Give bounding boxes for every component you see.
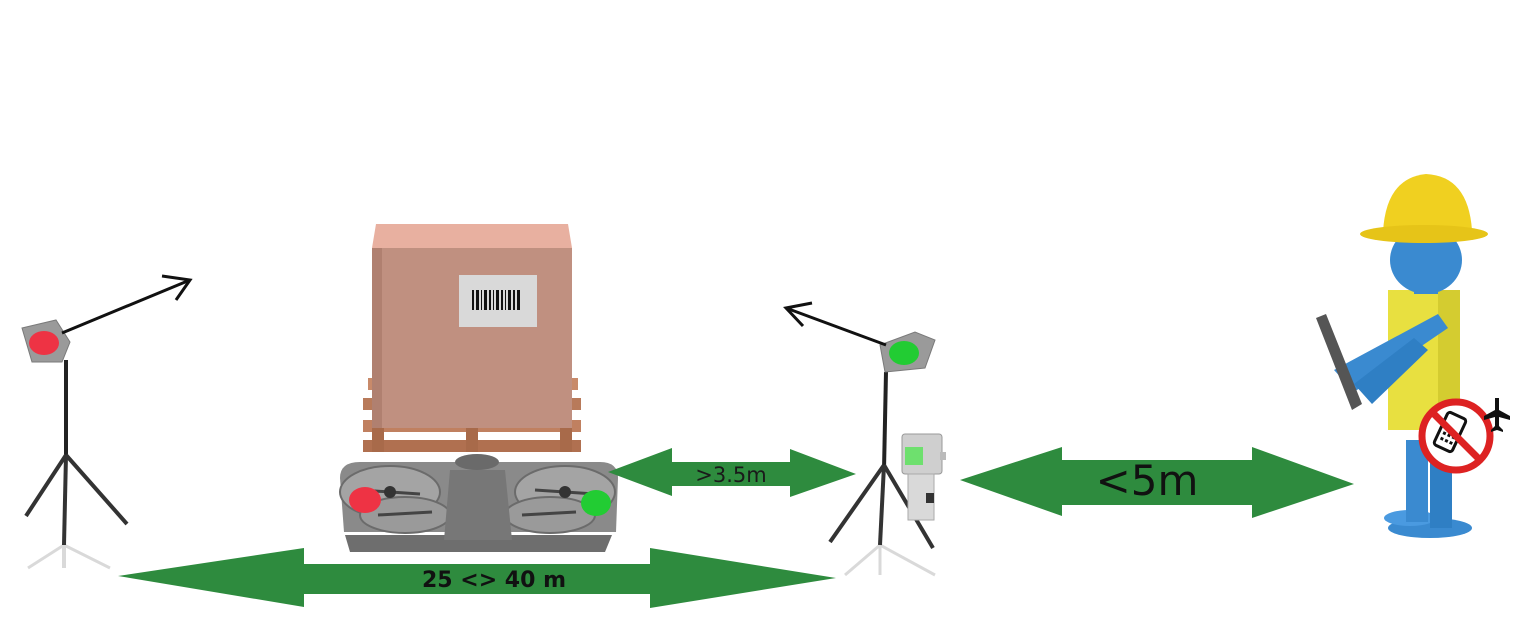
- direction-arrow-left-beacon: [61, 274, 193, 335]
- direction-arrow-middle-beacon: [783, 301, 887, 347]
- beacon-spacing-label: 25 <> 40 m: [422, 568, 566, 593]
- camera-beacon-red-icon: [21, 319, 129, 570]
- cargo-drone-icon: [339, 454, 618, 552]
- barcode-icon: [459, 275, 537, 327]
- handheld-device-icon: [901, 433, 946, 521]
- operator-distance-label: <5m: [1096, 456, 1199, 505]
- camera-beacon-green-icon: [828, 331, 936, 577]
- launcher-gap-label: >3.5m: [695, 463, 766, 487]
- operator-figure-icon: [1316, 174, 1488, 538]
- airplane-icon: [1484, 398, 1510, 432]
- no-phone-icon: [1418, 398, 1494, 474]
- distance-arrow-operator: <5m: [960, 447, 1354, 518]
- distance-arrow-beacon-spacing: 25 <> 40 m: [118, 548, 836, 608]
- distance-arrow-launcher: >3.5m: [608, 448, 856, 497]
